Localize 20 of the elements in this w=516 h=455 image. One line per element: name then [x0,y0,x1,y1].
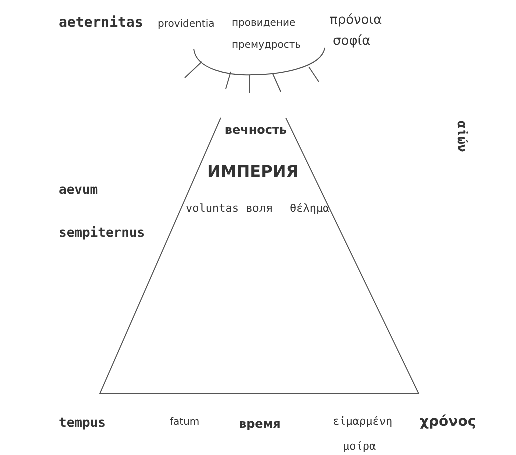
term-label: время [239,418,281,432]
term-label: воля [246,203,273,216]
term-label: εἱμαρμένη [333,416,393,430]
node-title: ИМПЕРИЯ [207,163,299,182]
vertical-term-label: αἰών [453,121,468,152]
term-label: sempiternus [59,227,146,242]
term-label: aeternitas [59,14,144,31]
node-subtitle: вечность [224,124,288,138]
term-label: voluntas [186,203,239,216]
term-label: fatum [170,417,200,428]
term-label: tempus [59,417,106,432]
term-label: премудрость [232,40,302,52]
term-label: πρόνοια [330,14,382,30]
term-label: μοίρα [343,441,376,454]
term-label: χρόνος [420,414,476,430]
term-label: aevum [59,184,98,200]
term-label: θέλημα [290,203,330,216]
term-label: провидение [232,18,296,30]
term-label: providentia [158,19,215,30]
term-label: σοφία [333,35,371,50]
